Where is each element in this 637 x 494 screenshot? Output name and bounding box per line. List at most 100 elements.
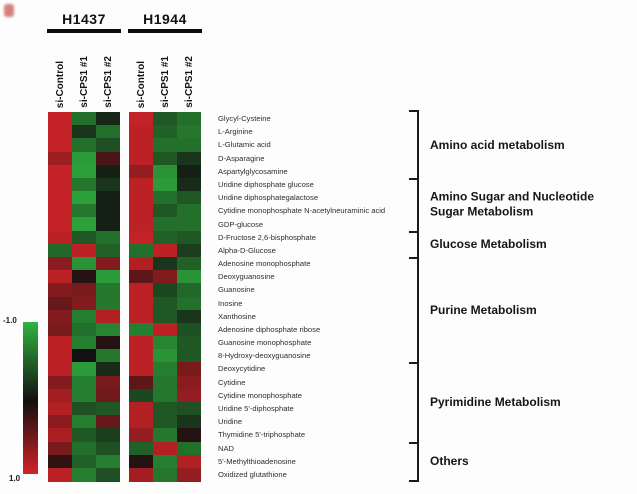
column-label-text: si-CPS1 #1 bbox=[78, 56, 90, 108]
cell-line-header-h1944: H1944 bbox=[128, 11, 202, 33]
heatmap-cell bbox=[72, 401, 96, 416]
row-label: Glycyl-Cysteine bbox=[218, 114, 271, 124]
heatmap-cell bbox=[96, 151, 120, 166]
column-label-si-cps1-1: si-CPS1 #1 bbox=[153, 34, 177, 108]
heatmap-cell bbox=[129, 243, 153, 258]
category-label-others: Others bbox=[430, 454, 469, 469]
heatmap-cell bbox=[48, 309, 72, 324]
heatmap-cell bbox=[96, 467, 120, 482]
heatmap-cell bbox=[48, 336, 72, 350]
column-label-text: si-CPS1 #1 bbox=[159, 56, 171, 108]
heatmap-cell bbox=[48, 375, 72, 390]
row-label: L-Glutamic acid bbox=[218, 140, 271, 150]
heatmap-cell bbox=[177, 230, 201, 245]
heatmap-cell bbox=[177, 322, 201, 337]
heatmap-cell bbox=[48, 322, 72, 337]
heatmap-cell bbox=[153, 164, 177, 179]
heatmap-cell bbox=[153, 283, 177, 298]
heatmap-cell bbox=[177, 415, 201, 429]
column-label-text: si-Control bbox=[54, 60, 66, 108]
column-label-text: si-CPS1 #2 bbox=[183, 56, 195, 108]
heatmap-cell bbox=[96, 112, 120, 126]
heatmap-cell bbox=[153, 112, 177, 126]
row-label: Uridine diphosphate glucose bbox=[218, 179, 314, 189]
heatmap-cell bbox=[177, 270, 201, 284]
heatmap-cell bbox=[96, 177, 120, 192]
heatmap-cell bbox=[48, 164, 72, 179]
colorbar-min-label: -1.0 bbox=[3, 316, 17, 325]
heatmap-cell bbox=[177, 283, 201, 298]
column-label-text: si-CPS1 #2 bbox=[102, 56, 114, 108]
heatmap-cell bbox=[153, 349, 177, 363]
row-label: Oxidized glutathione bbox=[218, 469, 287, 479]
heatmap-cell bbox=[177, 164, 201, 179]
heatmap-cell bbox=[96, 428, 120, 443]
heatmap-cell bbox=[96, 322, 120, 337]
heatmap-cell bbox=[72, 164, 96, 179]
heatmap-cell bbox=[153, 388, 177, 403]
row-label: Cytidine monophosphate N-acetylneuramini… bbox=[218, 206, 386, 216]
heatmap-cell bbox=[48, 296, 72, 311]
heatmap-cell bbox=[177, 296, 201, 311]
column-label-si-cps1-2: si-CPS1 #2 bbox=[96, 34, 120, 108]
row-label: Uridine 5'-diphosphate bbox=[218, 404, 294, 414]
heatmap-cell bbox=[153, 256, 177, 271]
heatmap-cell bbox=[72, 336, 96, 350]
row-label: 8-Hydroxy-deoxyguanosine bbox=[218, 351, 311, 361]
heatmap-cell bbox=[129, 309, 153, 324]
heatmap-cell bbox=[129, 415, 153, 429]
heatmap-cell bbox=[96, 243, 120, 258]
heatmap-cell bbox=[153, 375, 177, 390]
heatmap-cell bbox=[48, 467, 72, 482]
heatmap-cell bbox=[153, 296, 177, 311]
heatmap-cell bbox=[96, 441, 120, 456]
bracket-tick bbox=[409, 110, 418, 112]
heatmap-cell bbox=[72, 322, 96, 337]
heatmap-cell bbox=[72, 388, 96, 403]
heatmap-cell bbox=[129, 204, 153, 219]
row-label: Deoxycytidine bbox=[218, 364, 266, 374]
heatmap-cell bbox=[72, 177, 96, 192]
heatmap-cell bbox=[72, 204, 96, 219]
row-label: Aspartylglycosamine bbox=[218, 166, 288, 176]
heatmap-cell bbox=[48, 230, 72, 245]
heatmap-cell bbox=[129, 138, 153, 153]
bracket-tick bbox=[409, 362, 418, 365]
heatmap-cell bbox=[72, 112, 96, 126]
column-label-text: si-Control bbox=[135, 60, 147, 108]
row-label: L-Arginine bbox=[218, 127, 253, 137]
heatmap-cell bbox=[129, 454, 153, 469]
heatmap-cell bbox=[72, 243, 96, 258]
heatmap-cell bbox=[48, 441, 72, 456]
heatmap-cell bbox=[153, 177, 177, 192]
category-label-pyrimidine: Pyrimidine Metabolism bbox=[430, 395, 561, 410]
heatmap-cell bbox=[48, 125, 72, 139]
heatmap-cell bbox=[177, 243, 201, 258]
category-label-line: Others bbox=[430, 454, 469, 469]
heatmap-cell bbox=[177, 441, 201, 456]
heatmap-cell bbox=[72, 349, 96, 363]
heatmap-cell bbox=[96, 309, 120, 324]
heatmap-cell bbox=[96, 388, 120, 403]
heatmap-cell bbox=[48, 270, 72, 284]
heatmap-cell bbox=[96, 125, 120, 139]
category-label-line: Glucose Metabolism bbox=[430, 236, 547, 251]
row-label: Inosine bbox=[218, 298, 243, 308]
heatmap-cell bbox=[153, 322, 177, 337]
heatmap-cell bbox=[72, 151, 96, 166]
heatmap-cell bbox=[153, 362, 177, 377]
row-label: NAD bbox=[218, 443, 235, 453]
heatmap-cell bbox=[96, 164, 120, 179]
heatmap-cell bbox=[96, 204, 120, 219]
heatmap-cell bbox=[96, 230, 120, 245]
heatmap-cell bbox=[129, 296, 153, 311]
heatmap-cell bbox=[153, 204, 177, 219]
heatmap-cell bbox=[48, 362, 72, 377]
bracket-tick bbox=[409, 177, 418, 180]
heatmap-cell bbox=[48, 388, 72, 403]
heatmap-cell bbox=[72, 138, 96, 153]
bracket-tick bbox=[409, 256, 418, 259]
heatmap-cell bbox=[96, 349, 120, 363]
row-label: Xanthosine bbox=[218, 311, 256, 321]
row-label: D-Asparagine bbox=[218, 153, 265, 163]
